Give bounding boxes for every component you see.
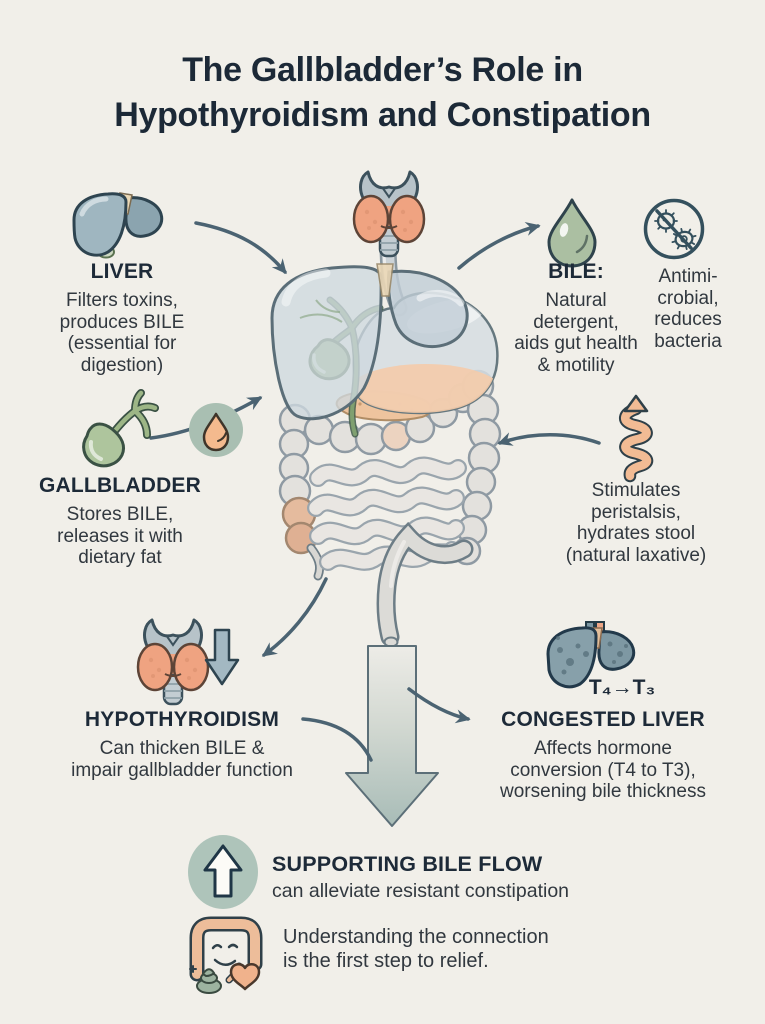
- bile-node: BILE: Natural detergent, aids gut health…: [500, 260, 652, 377]
- arrow-center-to-bile: [457, 222, 541, 270]
- antimicrobial-body: Antimi- crobial, reduces bacteria: [654, 266, 722, 353]
- rectum: [376, 521, 474, 648]
- bile-body: Natural detergent, aids gut health & mot…: [514, 290, 638, 377]
- hypothyroidism-heading: HYPOTHYROIDISM: [84, 708, 280, 731]
- bile-heading: BILE:: [548, 260, 604, 283]
- gallbladder-node: GALLBLADDER Stores BILE, releases it wit…: [18, 474, 222, 569]
- stool-glyph: [189, 965, 222, 994]
- arrow-to-congested-liver: [407, 687, 471, 724]
- arrow-liver-to-center: [194, 221, 287, 275]
- hypothyroidism-node: HYPOTHYROIDISM Can thicken BILE & impair…: [58, 708, 306, 781]
- intestine-flow-icon: [619, 394, 654, 483]
- gallbladder-heading: GALLBLADDER: [38, 474, 202, 497]
- congested-liver-heading: CONGESTED LIVER: [501, 708, 705, 731]
- t4-to-t3-label: T₄→T₃: [588, 676, 656, 699]
- supporting-heading: SUPPORTING BILE FLOW: [272, 852, 543, 876]
- big-down-arrow: [345, 645, 439, 827]
- arrow-peristalsis-to-center: [497, 432, 601, 446]
- thyroid-down-arrow-icon: [204, 628, 240, 686]
- title-line-1: The Gallbladder’s Role in: [182, 51, 583, 89]
- peristalsis-node: Stimulates peristalsis, hydrates stool (…: [534, 480, 738, 567]
- bile-badge-icon: [189, 403, 243, 457]
- gallbladder-icon: [82, 389, 159, 468]
- no-bacteria-icon: [643, 198, 705, 260]
- happy-gut-icon: [189, 916, 263, 994]
- up-arrow-badge-icon: [188, 835, 258, 909]
- congested-liver-icon: [546, 621, 636, 689]
- digestive-system-illustration: [270, 234, 502, 648]
- appendix: [306, 543, 325, 581]
- antimicrobial-node: Antimi- crobial, reduces bacteria: [612, 266, 764, 353]
- liver-heading: LIVER: [90, 260, 154, 283]
- footer-node: Understanding the connection is the firs…: [283, 926, 593, 973]
- hypothyroidism-body: Can thicken BILE & impair gallbladder fu…: [71, 738, 293, 781]
- liver-node: LIVER Filters toxins, produces BILE (ess…: [20, 260, 224, 377]
- thyroid-low-icon: [136, 618, 210, 706]
- page-title: The Gallbladder’s Role in Hypothyroidism …: [0, 48, 765, 138]
- arrow-center-to-hypothyroidism: [261, 577, 328, 657]
- small-intestine: [307, 456, 467, 571]
- supporting-bile-flow-node: SUPPORTING BILE FLOW can alleviate resis…: [272, 852, 612, 902]
- congested-liver-body: Affects hormone conversion (T4 to T3), w…: [500, 738, 706, 803]
- bile-droplet-icon: [547, 198, 597, 268]
- liver-body: Filters toxins, produces BILE (essential…: [59, 290, 185, 377]
- congested-liver-node: CONGESTED LIVER Affects hormone conversi…: [474, 708, 732, 803]
- supporting-body: can alleviate resistant constipation: [272, 880, 570, 902]
- colon: [278, 369, 502, 566]
- liver-organ: [270, 263, 469, 421]
- gallbladder-body: Stores BILE, releases it with dietary fa…: [57, 504, 183, 569]
- liver-icon: [72, 192, 164, 259]
- thyroid-icon: [352, 170, 426, 258]
- peristalsis-body: Stimulates peristalsis, hydrates stool (…: [565, 480, 707, 567]
- footer-body: Understanding the connection is the firs…: [283, 926, 549, 972]
- connector-arrows: [149, 221, 601, 762]
- line-hypothyroidism-to-arrow: [301, 717, 373, 762]
- title-line-2: Hypothyroidism and Constipation: [114, 96, 651, 134]
- heart-glyph: [229, 963, 261, 991]
